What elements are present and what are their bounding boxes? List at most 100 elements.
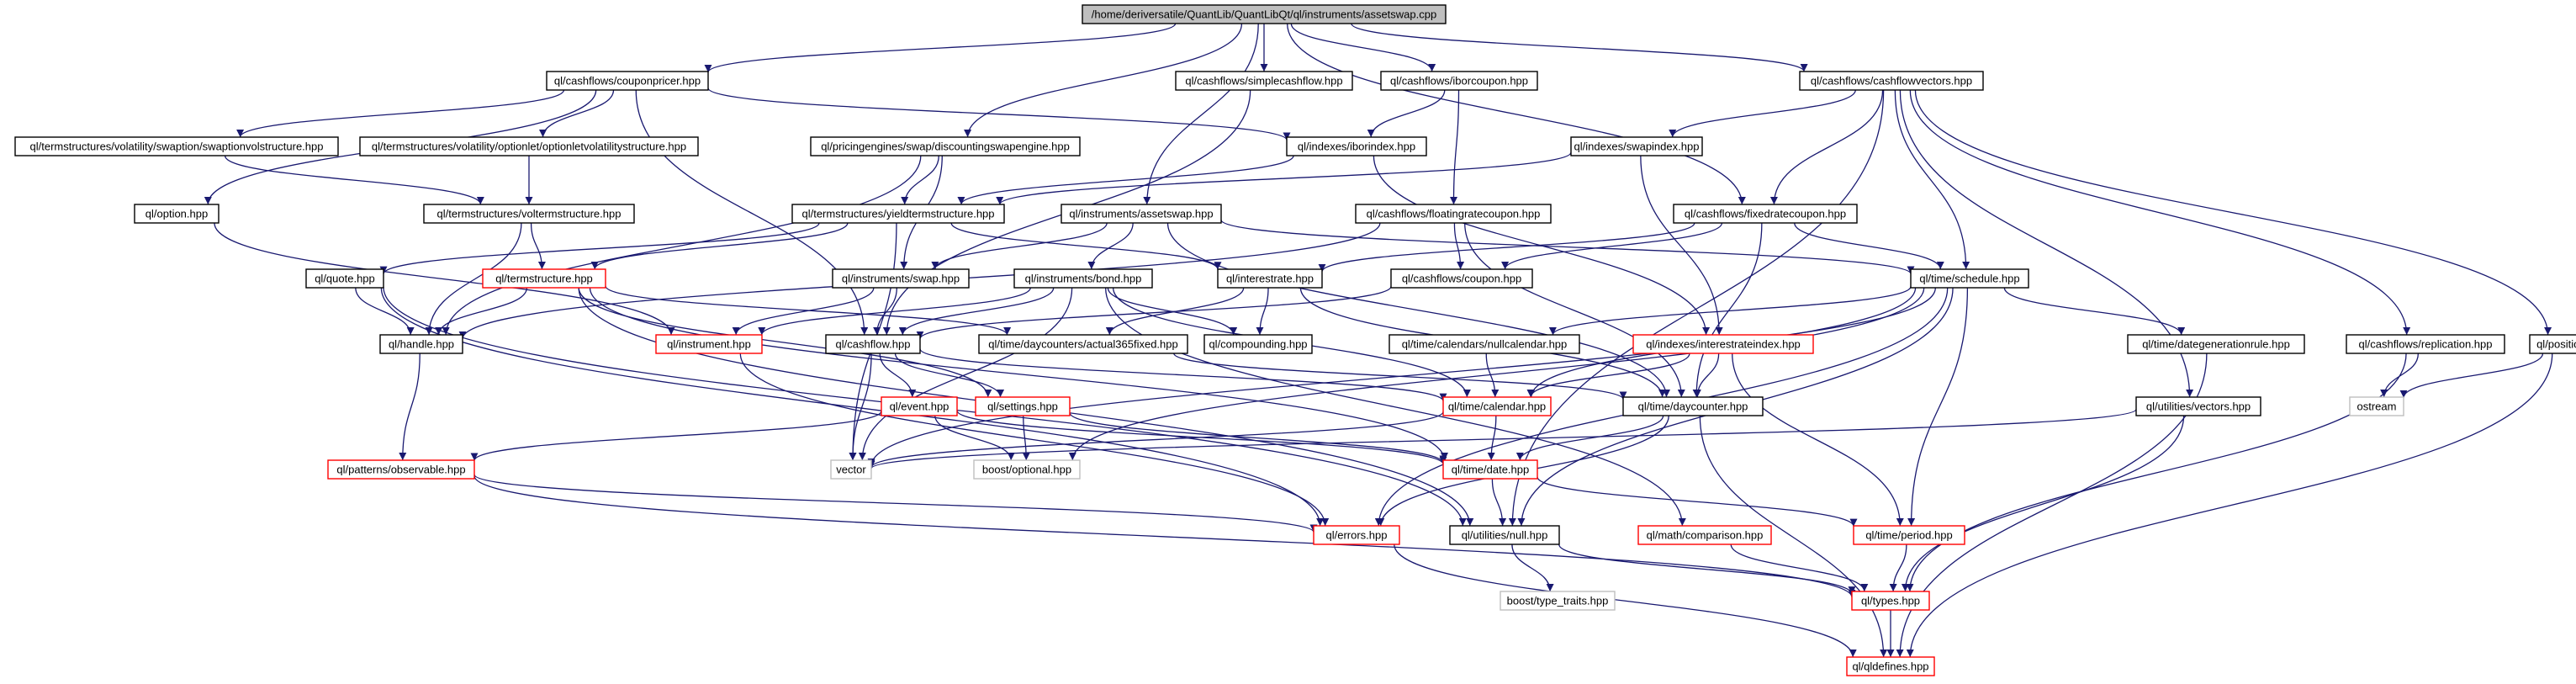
node-daycounter[interactable]: ql/time/daycounter.hpp (1622, 396, 1764, 416)
node-period[interactable]: ql/time/period.hpp (1853, 525, 1965, 545)
edge-schedule-to-nullcalendar (1549, 286, 1912, 336)
edge-quote-to-handle (355, 287, 415, 336)
node-qldefines-label: ql/qldefines.hpp (1852, 660, 1928, 672)
node-assetswap-label: ql/instruments/assetswap.hpp (1069, 207, 1213, 220)
node-vectors-box (2135, 396, 2261, 416)
node-cashflow[interactable]: ql/cashflow.hpp (825, 334, 921, 354)
edge-root-to-cashflowvectors (1351, 23, 1808, 72)
node-instrument-box (655, 334, 763, 354)
node-yieldtermstructure[interactable]: ql/termstructures/yieldtermstructure.hpp (791, 204, 1005, 224)
node-optional-box (973, 459, 1081, 480)
node-bond-box (1013, 268, 1153, 289)
edge-fixedratecoupon-to-schedule (1794, 222, 1944, 270)
node-fixedratecoupon[interactable]: ql/cashflows/fixedratecoupon.hpp (1673, 204, 1858, 224)
node-qldefines[interactable]: ql/qldefines.hpp (1846, 656, 1935, 676)
edge-fixedratecoupon-to-interestrate (1318, 222, 1695, 273)
node-daycounter-box (1622, 396, 1764, 416)
node-calendar[interactable]: ql/time/calendar.hpp (1442, 396, 1552, 416)
node-discountingswapengine[interactable]: ql/pricingengines/swap/discountingswapen… (810, 136, 1081, 156)
node-nullcalendar[interactable]: ql/time/calendars/nullcalendar.hpp (1389, 334, 1580, 354)
node-types-box (1851, 591, 1930, 611)
node-settings[interactable]: ql/settings.hpp (975, 396, 1071, 416)
node-event-box (881, 396, 958, 416)
node-swapindex[interactable]: ql/indexes/swapindex.hpp (1570, 136, 1703, 156)
node-vectors[interactable]: ql/utilities/vectors.hpp (2135, 396, 2261, 416)
node-iborcoupon[interactable]: ql/cashflows/iborcoupon.hpp (1380, 71, 1538, 91)
node-termstructure[interactable]: ql/termstructure.hpp (482, 268, 606, 289)
node-quote[interactable]: ql/quote.hpp (305, 268, 384, 289)
node-option-box (134, 204, 220, 224)
node-actual365fixed[interactable]: ql/time/daycounters/actual365fixed.hpp (978, 334, 1188, 354)
node-date[interactable]: ql/time/date.hpp (1442, 459, 1538, 480)
edge-nullcalendar-to-calendar (1485, 353, 1500, 398)
node-null[interactable]: ql/utilities/null.hpp (1449, 525, 1560, 545)
node-cashflowvectors-label: ql/cashflows/cashflowvectors.hpp (1811, 74, 1972, 87)
node-vector-box (830, 459, 872, 480)
node-couponpricer[interactable]: ql/cashflows/couponpricer.hpp (546, 71, 709, 91)
node-position-label: ql/position.hpp (2536, 337, 2576, 350)
node-schedule[interactable]: ql/time/schedule.hpp (1910, 268, 2029, 289)
node-bond-label: ql/instruments/bond.hpp (1025, 272, 1142, 284)
node-nullcalendar-box (1389, 334, 1580, 354)
node-optionletvol[interactable]: ql/termstructures/volatility/optionlet/o… (359, 136, 699, 156)
node-fixedratecoupon-label: ql/cashflows/fixedratecoupon.hpp (1685, 207, 1846, 220)
node-observable[interactable]: ql/patterns/observable.hpp (327, 459, 475, 480)
node-interestrate[interactable]: ql/interestrate.hpp (1217, 268, 1323, 289)
node-dategenerationrule-box (2127, 334, 2305, 354)
node-bond[interactable]: ql/instruments/bond.hpp (1013, 268, 1153, 289)
node-dategenerationrule[interactable]: ql/time/dategenerationrule.hpp (2127, 334, 2305, 354)
node-discountingswapengine-box (810, 136, 1081, 156)
edge-errors-to-qldefines (1394, 543, 1857, 658)
node-iborcoupon-box (1380, 71, 1538, 91)
node-assetswap[interactable]: ql/instruments/assetswap.hpp (1061, 204, 1222, 224)
node-handle[interactable]: ql/handle.hpp (379, 334, 463, 354)
node-event[interactable]: ql/event.hpp (881, 396, 958, 416)
node-position[interactable]: ql/position.hpp (2529, 334, 2576, 354)
node-replication[interactable]: ql/cashflows/replication.hpp (2346, 334, 2505, 354)
node-settings-box (975, 396, 1071, 416)
node-voltermstructure[interactable]: ql/termstructures/voltermstructure.hpp (423, 204, 635, 224)
node-option[interactable]: ql/option.hpp (134, 204, 220, 224)
node-interestrateindex[interactable]: ql/indexes/interestrateindex.hpp (1632, 334, 1814, 354)
node-swaptionvol[interactable]: ql/termstructures/volatility/swaption/sw… (14, 136, 339, 156)
edge-quote-to-errors (380, 287, 1325, 527)
node-floatingratecoupon-box (1355, 204, 1552, 224)
node-root[interactable]: /home/deriversatile/QuantLib/QuantLibQt/… (1082, 4, 1447, 24)
node-comparison[interactable]: ql/math/comparison.hpp (1637, 525, 1772, 545)
node-assetswap-box (1061, 204, 1222, 224)
node-coupon[interactable]: ql/cashflows/coupon.hpp (1390, 268, 1533, 289)
edge-schedule-to-vector (867, 287, 1917, 466)
node-floatingratecoupon[interactable]: ql/cashflows/floatingratecoupon.hpp (1355, 204, 1552, 224)
node-quote-box (305, 268, 384, 289)
edge-iborcoupon-to-floatingratecoupon (1449, 89, 1460, 205)
edge-event-to-observable (470, 411, 882, 461)
node-floatingratecoupon-label: ql/cashflows/floatingratecoupon.hpp (1367, 207, 1541, 220)
node-replication-label: ql/cashflows/replication.hpp (2359, 337, 2493, 350)
edge-assetswap-to-swap (931, 222, 1108, 270)
edge-schedule-to-dategenerationrule (2003, 287, 2186, 336)
node-swap[interactable]: ql/instruments/swap.hpp (832, 268, 970, 289)
node-dategenerationrule-label: ql/time/dategenerationrule.hpp (2142, 337, 2290, 350)
edge-cashflowvectors-to-fixedratecoupon (1769, 89, 1884, 205)
node-observable-box (327, 459, 475, 480)
node-vector: vector (830, 459, 872, 480)
node-iborindex[interactable]: ql/indexes/iborindex.hpp (1286, 136, 1427, 156)
node-cashflowvectors[interactable]: ql/cashflows/cashflowvectors.hpp (1799, 71, 1984, 91)
node-voltermstructure-box (423, 204, 635, 224)
node-replication-box (2346, 334, 2505, 354)
node-simplecashflow[interactable]: ql/cashflows/simplecashflow.hpp (1175, 71, 1353, 91)
edge-iborcoupon-to-iborindex (1367, 89, 1446, 138)
node-types[interactable]: ql/types.hpp (1851, 591, 1930, 611)
node-instrument[interactable]: ql/instrument.hpp (655, 334, 763, 354)
node-schedule-box (1910, 268, 2029, 289)
edge-floatingratecoupon-to-coupon (1453, 222, 1465, 270)
node-errors[interactable]: ql/errors.hpp (1313, 525, 1400, 545)
node-observable-label: ql/patterns/observable.hpp (336, 463, 465, 475)
node-swaptionvol-label: ql/termstructures/volatility/swaption/sw… (30, 140, 324, 152)
node-compounding[interactable]: ql/compounding.hpp (1203, 334, 1313, 354)
node-swap-box (832, 268, 970, 289)
node-swaptionvol-box (14, 136, 339, 156)
node-comparison-label: ql/math/comparison.hpp (1647, 528, 1764, 541)
node-quote-label: ql/quote.hpp (315, 272, 375, 284)
node-iborindex-box (1286, 136, 1427, 156)
